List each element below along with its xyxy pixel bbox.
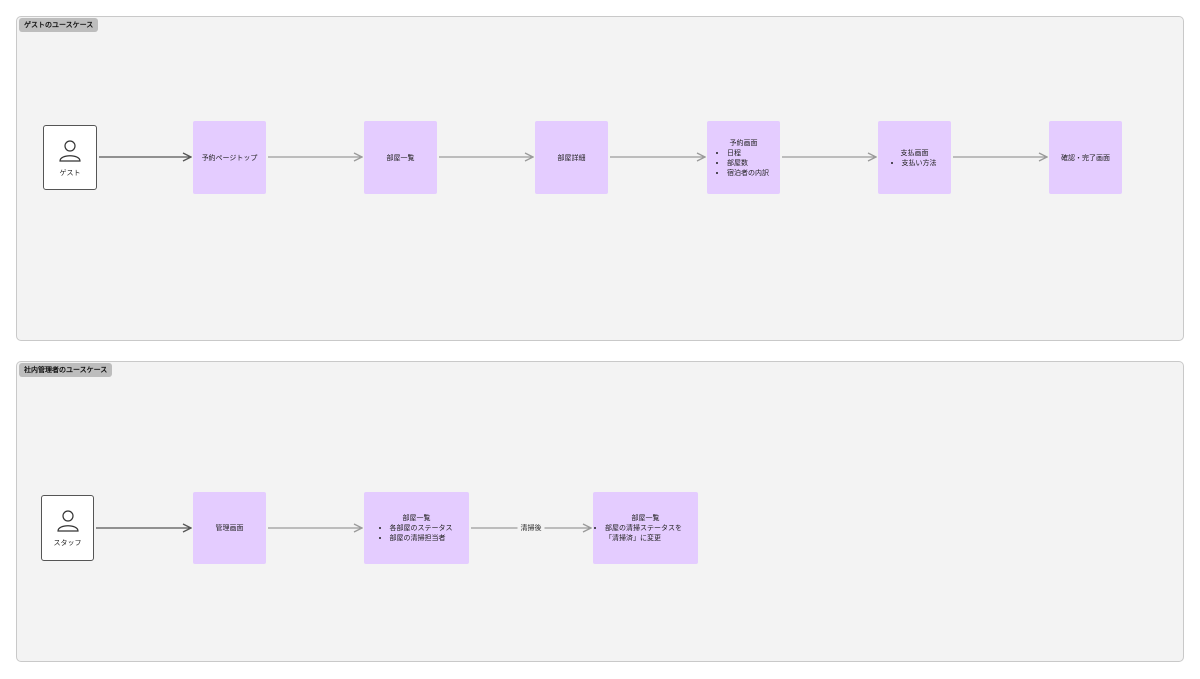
edge-label: 清掃後 xyxy=(517,523,545,533)
step-room-list: 部屋一覧 xyxy=(364,121,437,194)
step-admin-screen: 管理画面 xyxy=(193,492,266,564)
step-room-detail: 部屋詳細 xyxy=(535,121,608,194)
user-icon xyxy=(59,139,81,162)
step-bullet: 支払い方法 xyxy=(902,158,937,168)
step-bullet: 日程 xyxy=(727,148,769,158)
step-reservation-top: 予約ページトップ xyxy=(193,121,266,194)
section-label: ゲストのユースケース xyxy=(19,18,99,32)
step-bullet: 部屋数 xyxy=(727,158,769,168)
step-title: 部屋詳細 xyxy=(557,153,586,162)
step-bullets: 各部屋のステータス 部屋の清掃担当者 xyxy=(381,523,453,543)
step-update-cleaning-status: 部屋一覧 部屋の清掃ステータスを「清掃済」に変更 xyxy=(593,492,698,564)
step-title: 予約ページトップ xyxy=(201,153,258,162)
step-admin-room-list: 部屋一覧 各部屋のステータス 部屋の清掃担当者 xyxy=(364,492,469,564)
actor-label: ゲスト xyxy=(59,168,81,177)
step-bullets: 支払い方法 xyxy=(893,158,937,168)
user-icon xyxy=(56,510,79,532)
step-bullet: 各部屋のステータス xyxy=(390,523,453,533)
staff-actor: スタッフ xyxy=(41,495,94,561)
step-bullets: 部屋の清掃ステータスを「清掃済」に変更 xyxy=(596,523,695,543)
actor-label: スタッフ xyxy=(53,539,82,547)
step-title: 部屋一覧 xyxy=(402,514,431,522)
step-payment-screen: 支払画面 支払い方法 xyxy=(878,121,951,194)
step-title: 確認・完了画面 xyxy=(1061,153,1110,162)
step-title: 部屋一覧 xyxy=(386,153,415,162)
step-title: 支払画面 xyxy=(900,148,929,157)
step-bullet: 部屋の清掃担当者 xyxy=(390,533,453,543)
step-bullet: 部屋の清掃ステータスを「清掃済」に変更 xyxy=(605,523,695,543)
step-reservation-screen: 予約画面 日程 部屋数 宿泊者の内訳 xyxy=(707,121,780,194)
step-bullets: 日程 部屋数 宿泊者の内訳 xyxy=(718,148,769,178)
step-title: 予約画面 xyxy=(729,138,758,147)
step-bullet: 宿泊者の内訳 xyxy=(727,168,769,178)
step-title: 部屋一覧 xyxy=(631,514,660,522)
step-title: 管理画面 xyxy=(215,524,244,532)
step-confirm-complete: 確認・完了画面 xyxy=(1049,121,1122,194)
guest-actor: ゲスト xyxy=(43,125,97,190)
section-label: 社内管理者のユースケース xyxy=(19,363,113,377)
